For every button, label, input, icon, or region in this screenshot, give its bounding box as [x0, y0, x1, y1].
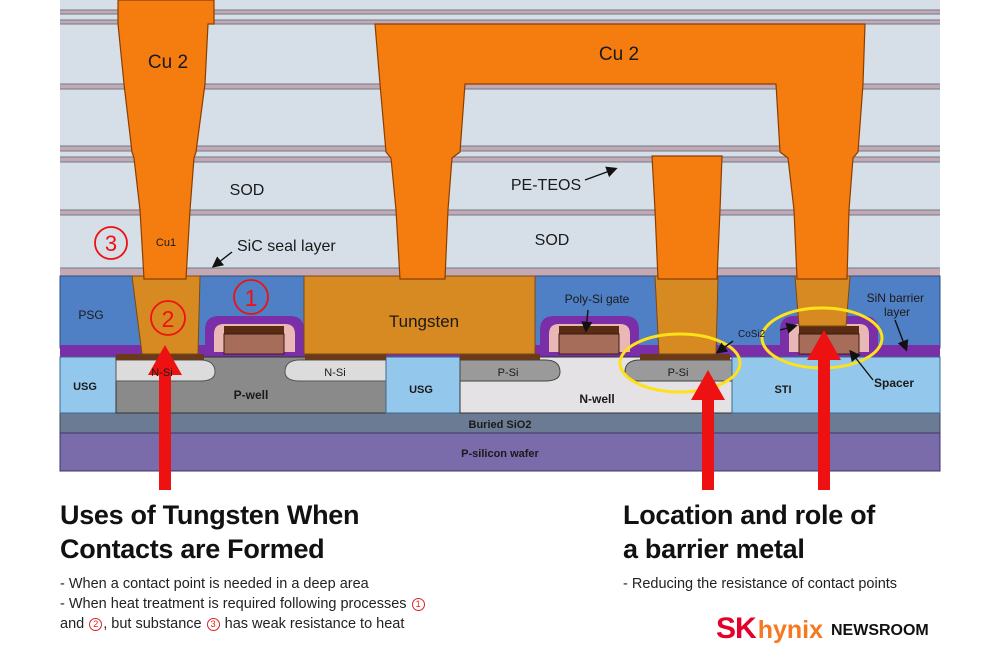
logo-hynix: hynix: [757, 616, 823, 644]
left-note-2-text: - When heat treatment is required follow…: [60, 596, 407, 612]
substrate: [59, 354, 941, 472]
label-pe-teos: PE-TEOS: [511, 177, 581, 194]
left-note-3-mid: , but substance: [103, 616, 202, 632]
left-note-2: - When heat treatment is required follow…: [60, 594, 426, 614]
label-sin-barrier-text-line2: layer: [884, 305, 910, 319]
left-note-3-end: has weak resistance to heat: [224, 616, 405, 632]
marker-1: [233, 279, 269, 315]
left-note-3: and 2, but substance 3 has weak resistan…: [60, 614, 426, 634]
left-heading-line2: Contacts are Formed: [60, 534, 325, 564]
label-sin-barrier-layer: SiN barrier layer: [867, 291, 928, 319]
label-cosi2: CoSi2: [738, 329, 766, 340]
right-heading: Location and role of a barrier metal: [623, 498, 875, 566]
label-p-silicon-wafer: P-silicon wafer: [461, 448, 539, 460]
label-sod-lower: SOD: [535, 232, 570, 249]
left-heading-line1: Uses of Tungsten When: [60, 500, 360, 530]
label-n-well: N-well: [579, 392, 614, 406]
tungsten-plugs: [131, 275, 851, 355]
logo-sk: SK: [716, 612, 757, 645]
numbered-markers: 3 2 1: [94, 226, 269, 336]
right-heading-line1: Location and role of: [623, 500, 876, 530]
label-sti: STI: [774, 384, 791, 396]
sk-hynix-newsroom-logo: SKhynix NEWSROOM: [716, 612, 929, 646]
left-note-1: - When a contact point is needed in a de…: [60, 576, 369, 592]
copper-interconnects: [117, 0, 866, 280]
label-cu2-right: Cu 2: [599, 44, 639, 65]
left-note-2-marker: 1: [411, 598, 425, 611]
left-note-3-and: and: [60, 616, 85, 632]
logo-newsroom: NEWSROOM: [830, 622, 929, 639]
red-arrows: [148, 330, 841, 490]
left-note-3-marker-2: 2: [89, 618, 103, 631]
label-tungsten: Tungsten: [389, 312, 459, 331]
right-heading-line2: a barrier metal: [623, 534, 805, 564]
marker-3: [94, 226, 128, 260]
label-usg-mid: USG: [409, 384, 433, 396]
marker-3-label: 3: [105, 231, 117, 256]
label-sod-upper: SOD: [230, 182, 265, 199]
diagram-labels: Cu 2 Cu 2 SOD PE-TEOS Cu1 SiC seal layer…: [73, 44, 928, 460]
left-note-3-marker-3: 3: [206, 618, 220, 631]
marker-2-label: 2: [162, 306, 175, 332]
label-psg: PSG: [78, 308, 103, 322]
marker-2: [150, 300, 186, 336]
label-n-si: N-Si: [324, 367, 345, 379]
label-sin-barrier-text: SiN barrier: [867, 291, 924, 305]
label-n-si-left: N-Si: [151, 367, 172, 379]
semiconductor-cross-section-diagram: 3 2 1 Cu 2 Cu 2 SOD PE-TEOS Cu1 SiC seal…: [59, 0, 941, 490]
label-p-si-left: P-Si: [498, 367, 519, 379]
left-heading: Uses of Tungsten When Contacts are Forme…: [60, 498, 360, 566]
label-sic-seal-layer: SiC seal layer: [237, 238, 336, 255]
label-spacer: Spacer: [874, 376, 914, 390]
label-cu2-left: Cu 2: [148, 52, 188, 73]
marker-1-label: 1: [245, 285, 258, 311]
right-note-1: - Reducing the resistance of contact poi…: [623, 576, 898, 592]
pointer-arrows: [211, 166, 909, 381]
left-notes: - When a contact point is needed in a de…: [60, 574, 426, 634]
label-p-si-right: P-Si: [668, 367, 689, 379]
label-poly-si-gate: Poly-Si gate: [565, 292, 630, 306]
label-p-well: P-well: [234, 388, 269, 402]
right-notes: - Reducing the resistance of contact poi…: [623, 574, 897, 594]
label-cu1: Cu1: [156, 237, 176, 249]
label-buried-sio2: Buried SiO2: [469, 419, 532, 431]
label-usg-left: USG: [73, 381, 97, 393]
